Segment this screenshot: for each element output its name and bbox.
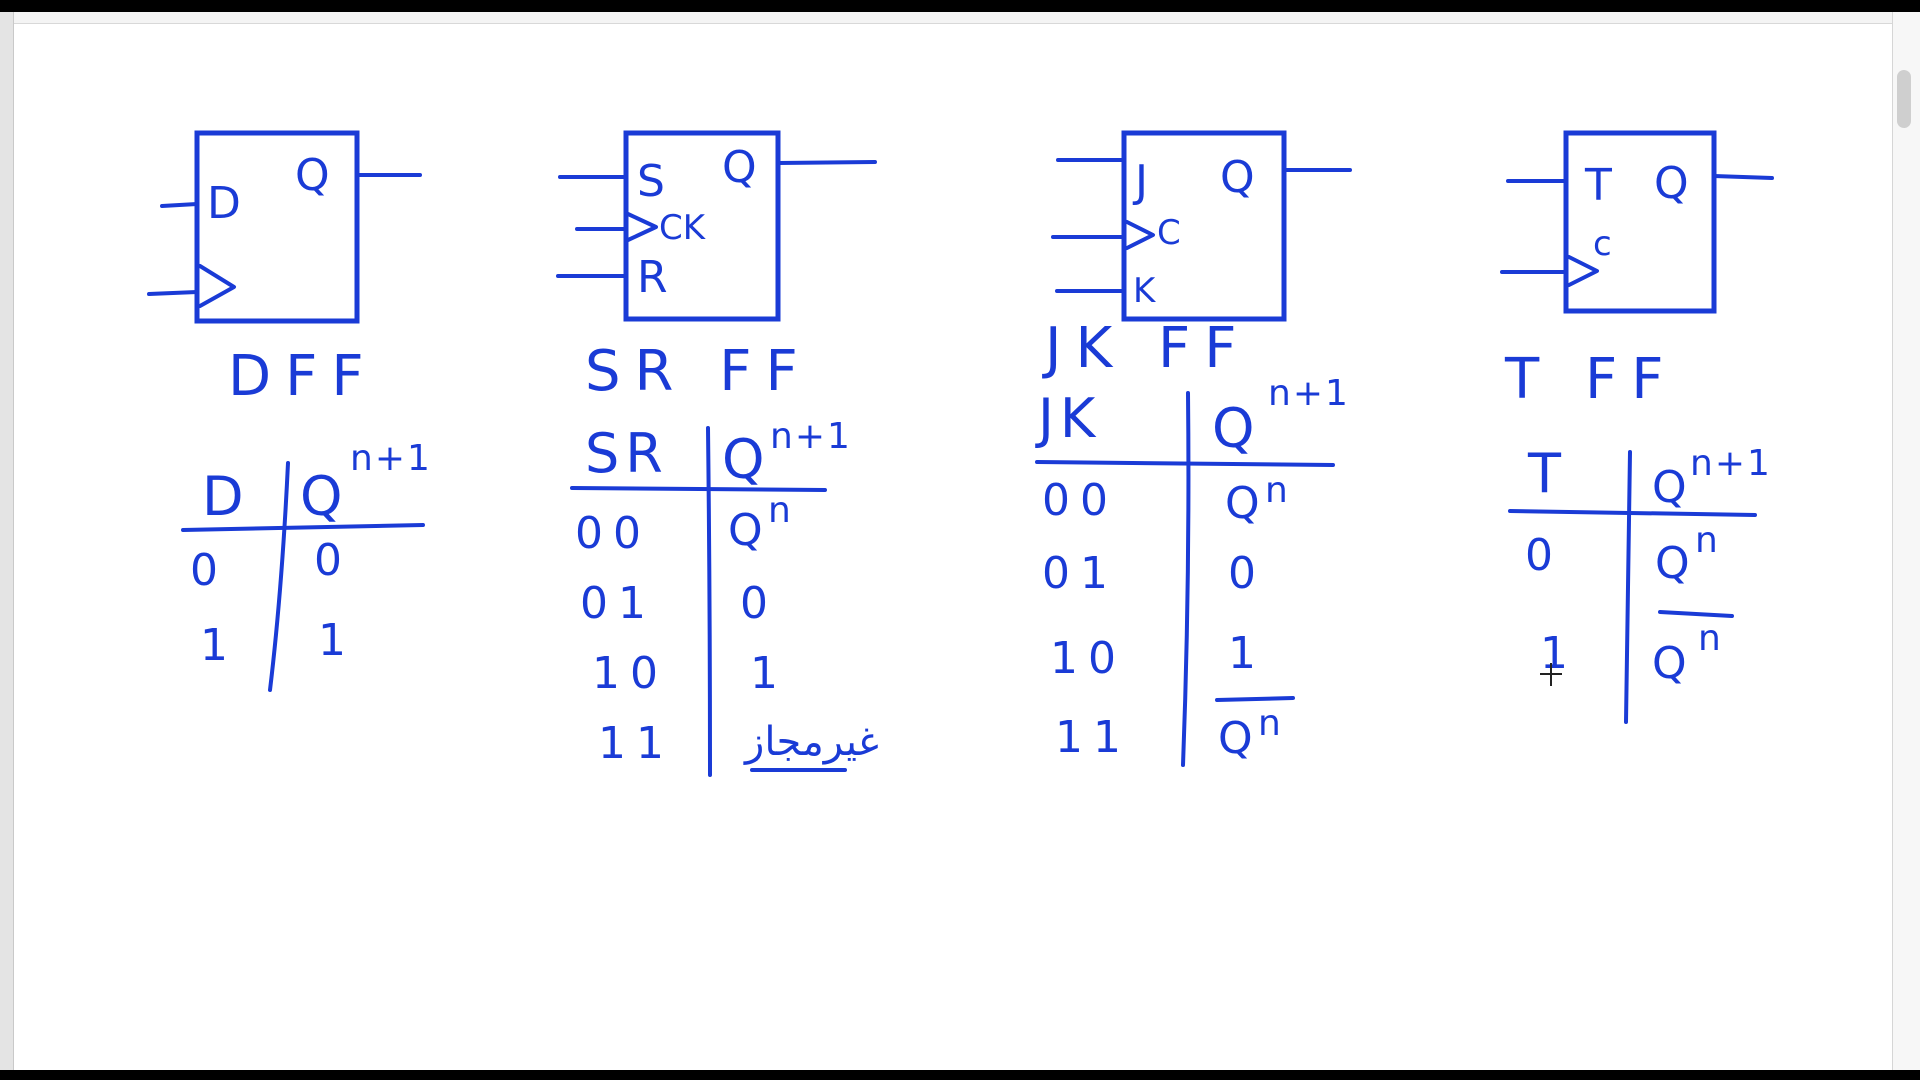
tff-table-header-q: Q: [1652, 462, 1697, 513]
tff-row1-q: Q: [1655, 538, 1700, 589]
jkff-block: [1121, 130, 1287, 322]
srff-table-header-q: Q: [722, 428, 771, 491]
srff-table-header-sr: SR: [585, 422, 669, 485]
scrollbar-thumb[interactable]: [1897, 70, 1911, 128]
dff-table-header-d: D: [202, 465, 250, 528]
tff-q-output-line: [1712, 174, 1774, 180]
dff-clock-input-line: [147, 290, 199, 296]
vertical-scrollbar[interactable]: [1892, 12, 1920, 1070]
jkff-table-header-q: Q: [1212, 397, 1261, 460]
tff-row2-q-sup: n: [1698, 618, 1723, 659]
jkff-row3-jk: 10: [1050, 633, 1126, 684]
tff-row1-t: 0: [1525, 530, 1563, 581]
jkff-row4-q: Q: [1218, 713, 1263, 764]
dff-block: [194, 130, 360, 324]
crosshair-cursor-icon: [1540, 663, 1562, 686]
srff-q-output-line: [776, 160, 877, 165]
jkff-group: J Q C K JK FF JK Q n+1 00 Q n 01 0 10 1 …: [1035, 130, 1352, 767]
page-left-edge: [0, 12, 14, 1070]
srff-pin-ck: CK: [659, 208, 707, 248]
dff-table-header-q: Q: [300, 465, 349, 528]
srff-row1-q: Q: [728, 505, 773, 556]
srff-pin-s: S: [637, 156, 665, 207]
srff-pin-q: Q: [722, 142, 757, 193]
jkff-title: JK FF: [1042, 316, 1250, 381]
dff-pin-d: D: [207, 178, 241, 229]
srff-row4-q-invalid: غیرمجاز: [743, 719, 879, 765]
dff-table-vline: [268, 461, 290, 692]
dff-table-header-sup: n+1: [350, 438, 432, 479]
jkff-table-vline: [1181, 391, 1191, 767]
page-top-edge: [14, 12, 1892, 24]
dff-row2-d: 1: [200, 620, 238, 671]
srff-table-hline: [570, 486, 827, 492]
srff-clock-triangle: [626, 212, 658, 242]
jkff-row4-q-bar: [1215, 696, 1295, 702]
jkff-row1-jk: 00: [1042, 475, 1118, 526]
srff-row1-q-sup: n: [768, 490, 793, 531]
jkff-row4-jk: 11: [1055, 712, 1131, 763]
srff-row1-sr: 00: [575, 508, 651, 559]
tff-pin-q: Q: [1654, 158, 1689, 209]
srff-row2-sr: 01: [580, 578, 656, 629]
dff-row1-q: 0: [314, 535, 352, 586]
jkff-table-header-jk: JK: [1035, 387, 1101, 450]
jkff-row1-q-sup: n: [1265, 470, 1290, 511]
srff-pin-r: R: [637, 252, 668, 303]
tff-row2-q-bar: [1658, 610, 1734, 618]
jkff-pin-c: C: [1157, 213, 1181, 253]
tff-clock-triangle: [1567, 255, 1599, 287]
jkff-row2-q: 0: [1228, 548, 1266, 599]
tff-pin-c: c: [1593, 224, 1612, 264]
srff-row3-sr: 10: [592, 648, 668, 699]
top-black-bar: [0, 0, 1920, 12]
srff-group: S Q CK R SR FF SR Q n+1 00 Q n 01 0 10 1…: [556, 130, 879, 777]
dff-group: D Q DFF D Q n+1 0 0 1 1: [147, 130, 432, 692]
tff-block: [1563, 130, 1717, 314]
tff-title: T FF: [1504, 347, 1677, 412]
srff-table-vline: [706, 426, 712, 777]
dff-clock-triangle: [198, 264, 236, 308]
jkff-pin-k: K: [1133, 271, 1157, 311]
jkff-row4-q-sup: n: [1258, 703, 1283, 744]
tff-row2-q: Q: [1652, 638, 1697, 689]
jkff-row1-q: Q: [1225, 478, 1270, 529]
tff-row2-t: 1: [1540, 628, 1578, 679]
jkff-table-hline: [1035, 460, 1335, 467]
bottom-black-bar: [0, 1070, 1920, 1080]
srff-title: SR FF: [585, 339, 812, 404]
tff-table-vline: [1624, 450, 1632, 724]
dff-d-input-line: [160, 202, 199, 208]
srff-block: [623, 130, 781, 322]
dff-row1-d: 0: [190, 545, 228, 596]
srff-row3-q: 1: [750, 648, 788, 699]
tff-pin-t: T: [1584, 160, 1612, 211]
dff-row2-q: 1: [318, 615, 356, 666]
dff-title: DFF: [228, 344, 378, 409]
tff-table-hline: [1508, 509, 1757, 517]
jkff-row3-q: 1: [1228, 628, 1266, 679]
jkff-row2-jk: 01: [1042, 548, 1118, 599]
jkff-table-header-sup: n+1: [1268, 373, 1350, 414]
tff-table-header-sup: n+1: [1690, 443, 1772, 484]
srff-row4-sr: 11: [598, 718, 674, 769]
dff-pin-q: Q: [295, 150, 330, 201]
srff-table-header-sup: n+1: [770, 416, 852, 457]
tff-row1-q-sup: n: [1695, 520, 1720, 561]
jkff-pin-j: J: [1132, 156, 1148, 207]
tff-group: T Q c T FF T Q n+1 0 Q n 1 Q n: [1500, 130, 1774, 724]
dff-table-hline: [181, 523, 425, 532]
jkff-clock-triangle: [1125, 220, 1155, 250]
srff-row2-q: 0: [740, 578, 778, 629]
jkff-pin-q: Q: [1220, 152, 1255, 203]
tff-table-header-t: T: [1527, 442, 1567, 505]
